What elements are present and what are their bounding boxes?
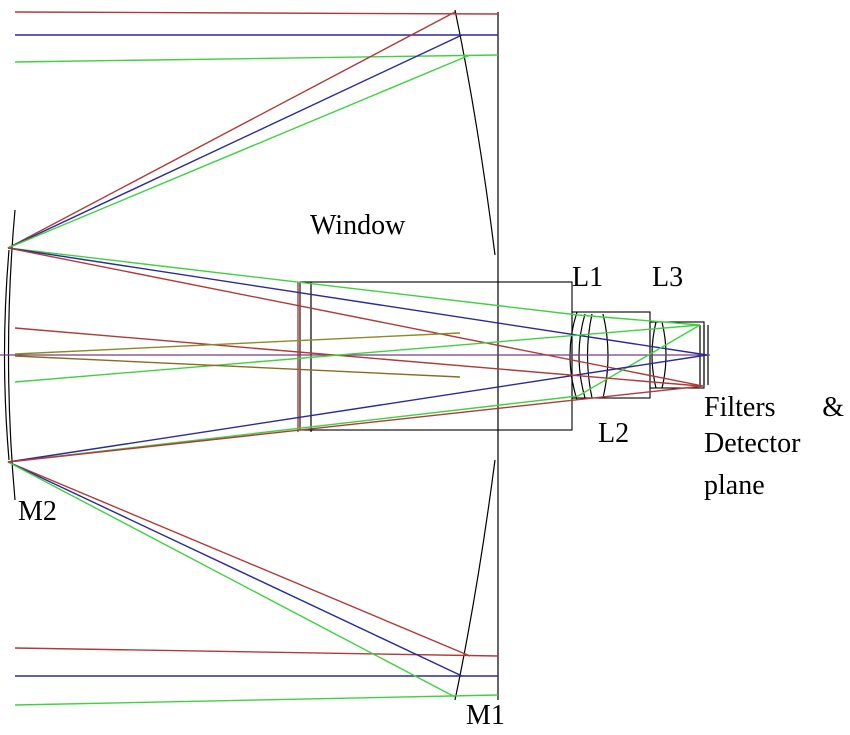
ray-red-m2-top-to-det — [7, 247, 704, 387]
ray-olive-central-a — [14, 332, 461, 355]
ray-red-m1-m2-bottom — [7, 461, 471, 657]
ray-green-m1-m2-top — [7, 54, 471, 249]
window-label: Window — [310, 210, 406, 241]
ray-blue-m1-m2-bottom — [7, 461, 463, 677]
l3-label: L3 — [652, 262, 684, 293]
ray-olive-central-b — [14, 355, 461, 378]
plane-label-line3: plane — [704, 470, 765, 501]
ray-red-m2-bottom-to-det — [7, 385, 704, 463]
m1-label: M1 — [466, 700, 505, 731]
filters-label-line1: Filters & — [704, 392, 844, 423]
ray-green-incoming-bottom — [14, 694, 499, 706]
detector-label-line2: Detector — [704, 428, 801, 459]
ray-green-incoming-top — [14, 54, 499, 63]
ray-green-m2-top-to-l1 — [7, 247, 579, 316]
ray-green-l1-to-det-bottom — [577, 324, 701, 397]
ray-red-incoming-bottom — [14, 647, 499, 657]
l1-label: L1 — [572, 262, 604, 293]
l2-lens-back — [602, 313, 609, 399]
ray-red-incoming-top — [14, 11, 499, 15]
ray-green-central-lower — [14, 324, 701, 383]
ray-blue-m1-m2-top — [7, 34, 463, 249]
ray-red-m1-m2-top — [7, 11, 456, 249]
l1-lens-front — [569, 311, 578, 401]
ray-green-m1-m2-bottom — [7, 461, 456, 698]
m1-mirror-bottom — [454, 459, 496, 701]
m1-mirror-top — [454, 9, 496, 256]
ray-blue-m2-top-to-det — [7, 247, 708, 356]
l2-label: L2 — [598, 418, 630, 449]
ray-blue-m2-bottom-to-det — [7, 354, 708, 463]
ray-red-central-upper — [14, 327, 701, 387]
l2-lens-front — [586, 313, 593, 399]
ray-green-l1-to-det-top — [577, 314, 701, 326]
l1-lens-back — [578, 313, 586, 399]
m2-label: M2 — [18, 496, 57, 527]
